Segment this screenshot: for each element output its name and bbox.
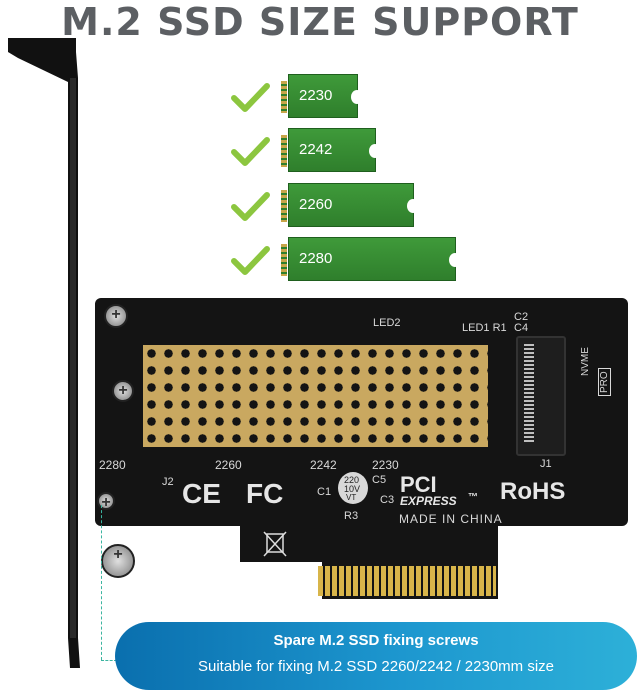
page-title: M.2 SSD SIZE SUPPORT [61, 0, 579, 44]
check-icon [231, 246, 270, 275]
leader-line [101, 660, 117, 661]
leader-line [101, 505, 102, 660]
pcie-bracket [8, 38, 80, 668]
c3-label: C3 [380, 494, 395, 506]
capacitor: 220 10V VT [338, 472, 368, 504]
slot-mark-2260: 2260 [215, 458, 242, 472]
rohs-logo: RoHS [500, 478, 566, 505]
fc-logo: FC [246, 478, 284, 509]
check-icon [231, 83, 270, 112]
r3-label: R3 [344, 510, 359, 522]
j1-label: J1 [540, 458, 552, 470]
screws-banner: Spare M.2 SSD fixing screws Suitable for… [115, 622, 637, 690]
check-icon [231, 192, 270, 221]
nvme-label: NVME [580, 347, 591, 376]
spare-screw-small-icon [97, 492, 115, 510]
trademark-mark: ™ [468, 492, 478, 503]
c2-label: C2 [514, 311, 529, 323]
check-icon [231, 137, 270, 166]
ssd-module: 2260 [281, 183, 419, 227]
made-in-label: MADE IN CHINA [399, 512, 503, 526]
ssd-bay-plate [143, 345, 488, 447]
led2-label: LED2 [373, 317, 401, 329]
weee-bin-icon [263, 531, 287, 557]
c1-label: C1 [317, 486, 332, 498]
pcb-lower-section [240, 524, 322, 562]
capacitor-mark: VT [346, 493, 357, 502]
banner-title: Spare M.2 SSD fixing screws [273, 632, 479, 649]
ce-logo: CE [182, 478, 221, 509]
screw-icon [104, 304, 128, 328]
ssd-module: 2242 [281, 128, 381, 172]
capacitor-value: 220 [344, 475, 360, 485]
c4-label: C4 [514, 322, 529, 334]
ssd-module: 2280 [281, 237, 461, 281]
pro-label: PRO [598, 368, 611, 396]
capacitor-voltage: 10V [344, 484, 361, 494]
ssd-size-label: 2280 [299, 250, 333, 267]
j2-label: J2 [162, 476, 174, 488]
screw-icon [112, 380, 134, 402]
m2-connector [516, 336, 566, 456]
express-logo: EXPRESS [400, 494, 457, 508]
slot-mark-2230: 2230 [372, 458, 399, 472]
slot-mark-2280: 2280 [99, 458, 126, 472]
ssd-module: 2230 [281, 74, 363, 118]
pci-logo: PCI [400, 472, 437, 497]
spare-screw-icon [101, 544, 135, 578]
ssd-size-label: 2242 [299, 141, 333, 158]
pcie-gold-fingers [318, 566, 496, 596]
led1-r1-label: LED1 R1 [462, 322, 507, 334]
slot-mark-2242: 2242 [310, 458, 337, 472]
banner-subtitle: Suitable for fixing M.2 SSD 2260/2242 / … [197, 658, 555, 675]
ssd-size-label: 2230 [299, 87, 333, 104]
c5-label: C5 [372, 474, 387, 486]
ssd-size-label: 2260 [299, 196, 333, 213]
